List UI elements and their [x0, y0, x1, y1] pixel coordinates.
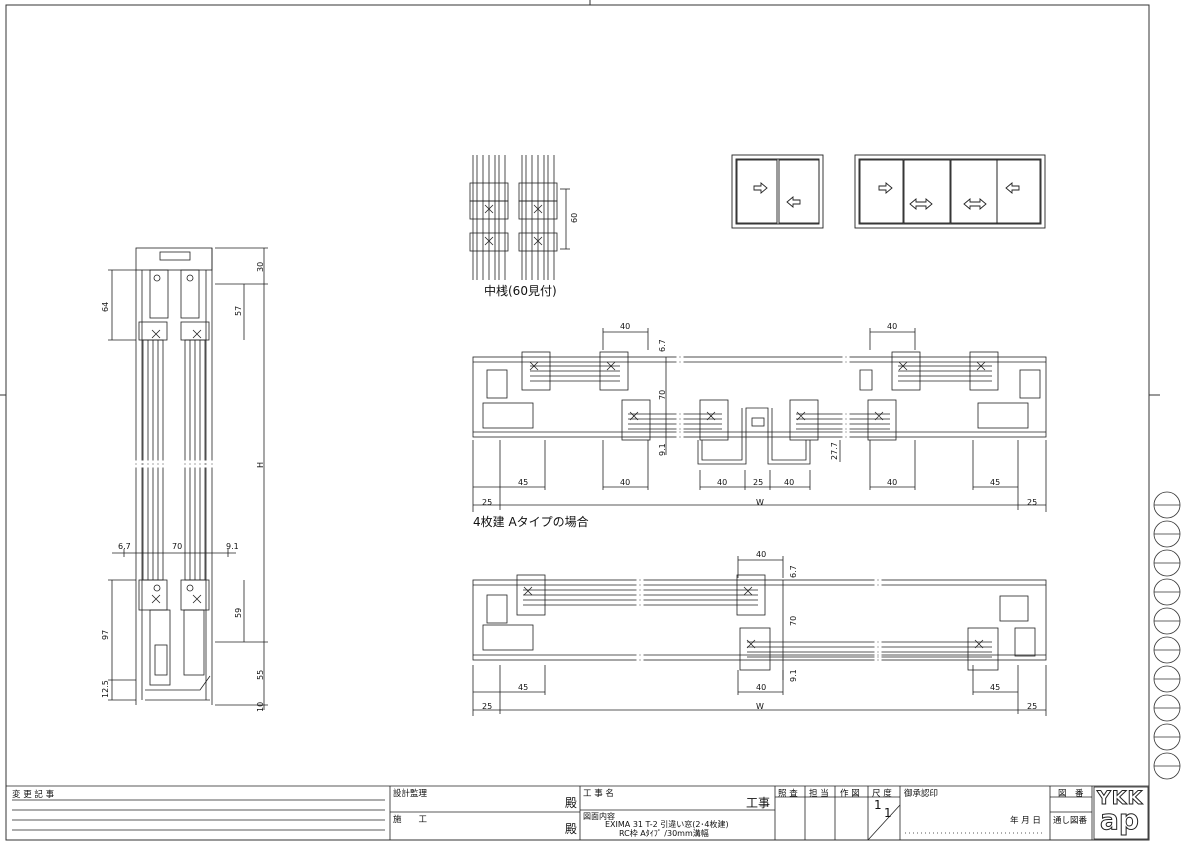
dim-label: 97 — [101, 629, 110, 640]
drawing-content-line-2: RC枠 Aﾀｲﾌﾟ /30mm溝幅 — [619, 829, 709, 838]
dim-label: 40 — [784, 478, 795, 487]
drawing-no-label: 図 番 — [1058, 789, 1084, 799]
dim-label: 40 — [717, 478, 728, 487]
elevation-4panel — [854, 154, 1046, 229]
dim-label: 12.5 — [101, 680, 110, 698]
dim-label: W — [756, 498, 764, 507]
dim-label: 70 — [658, 389, 667, 400]
dim-label: 25 — [482, 702, 493, 711]
dim-label: 64 — [101, 301, 110, 312]
revision-label: 変 更 記 事 — [12, 790, 55, 800]
dim-label: 40 — [620, 322, 631, 331]
logo-top-text: YKK — [1096, 787, 1144, 810]
scale-label: 尺 度 — [872, 789, 892, 799]
dim-label: 70 — [172, 542, 183, 551]
project-name-label: 工 事 名 — [583, 789, 614, 799]
dim-label: 30 — [256, 261, 265, 272]
dono-2: 殿 — [565, 822, 578, 836]
construction-label: 施 工 — [393, 815, 428, 825]
elevation-2panel — [731, 154, 824, 229]
plan-section-4panel — [472, 328, 1047, 512]
approval-label: 御承認印 — [904, 789, 939, 799]
dim-label: 9.1 — [658, 443, 667, 456]
plan-section-2panel — [472, 556, 1047, 716]
dim-label: 6.7 — [789, 565, 798, 578]
serial-no-label: 通し図番 — [1053, 816, 1088, 826]
dim-label: 40 — [756, 683, 767, 692]
dim-label: 25 — [753, 478, 764, 487]
dim-label: 45 — [990, 683, 1001, 692]
caption-four-panel: 4枚建 Aタイプの場合 — [473, 515, 589, 529]
dim-label: 6.7 — [118, 542, 131, 551]
drawing-content-label: 図面内容 — [583, 812, 615, 821]
dim-label: 25 — [1027, 702, 1038, 711]
dim-label: 10 — [256, 701, 265, 712]
dim-label: H — [256, 461, 265, 468]
dim-label: 70 — [789, 615, 798, 626]
drawn-label: 作 図 — [840, 789, 860, 799]
title-block-lines — [6, 785, 1149, 841]
drawing-content-line-1: EXIMA 31 T-2 引違い窓(2･4枚建) — [605, 820, 729, 829]
check-label: 照 査 — [778, 789, 798, 799]
dim-label: 40 — [887, 478, 898, 487]
dim-label: 9.1 — [226, 542, 239, 551]
dim-label: 59 — [234, 607, 243, 618]
dim-label: 45 — [518, 478, 529, 487]
logo-bottom-text: ap — [1100, 803, 1140, 836]
dono-1: 殿 — [565, 796, 578, 810]
dim-label: 9.1 — [789, 669, 798, 682]
dim-label: 27.7 — [830, 442, 839, 460]
dim-label: 40 — [887, 322, 898, 331]
mullion-detail-drawing — [469, 155, 570, 280]
dim-label: 25 — [1027, 498, 1038, 507]
design-supervision-label: 設計監理 — [393, 789, 428, 799]
scale-denominator: 1 — [884, 806, 892, 820]
dim-label: 40 — [620, 478, 631, 487]
dim-label: 45 — [518, 683, 529, 692]
dim-label: 40 — [756, 550, 767, 559]
vertical-section-drawing — [108, 247, 268, 710]
side-stamp-circles — [1153, 491, 1181, 780]
dim-label: 57 — [234, 305, 243, 316]
ykk-ap-logo — [1093, 786, 1149, 840]
dim-label: 45 — [990, 478, 1001, 487]
dim-label: 25 — [482, 498, 493, 507]
dim-label: W — [756, 702, 764, 711]
scale-numerator: 1 — [874, 798, 882, 812]
caption-mullion: 中桟(60見付) — [484, 284, 557, 298]
dim-label: 60 — [570, 212, 579, 223]
dim-label: 6.7 — [658, 339, 667, 352]
date-label: 年 月 日 — [1010, 816, 1041, 826]
dim-label: 55 — [256, 669, 265, 680]
charge-label: 担 当 — [809, 789, 829, 799]
project-suffix: 工事 — [746, 796, 771, 810]
